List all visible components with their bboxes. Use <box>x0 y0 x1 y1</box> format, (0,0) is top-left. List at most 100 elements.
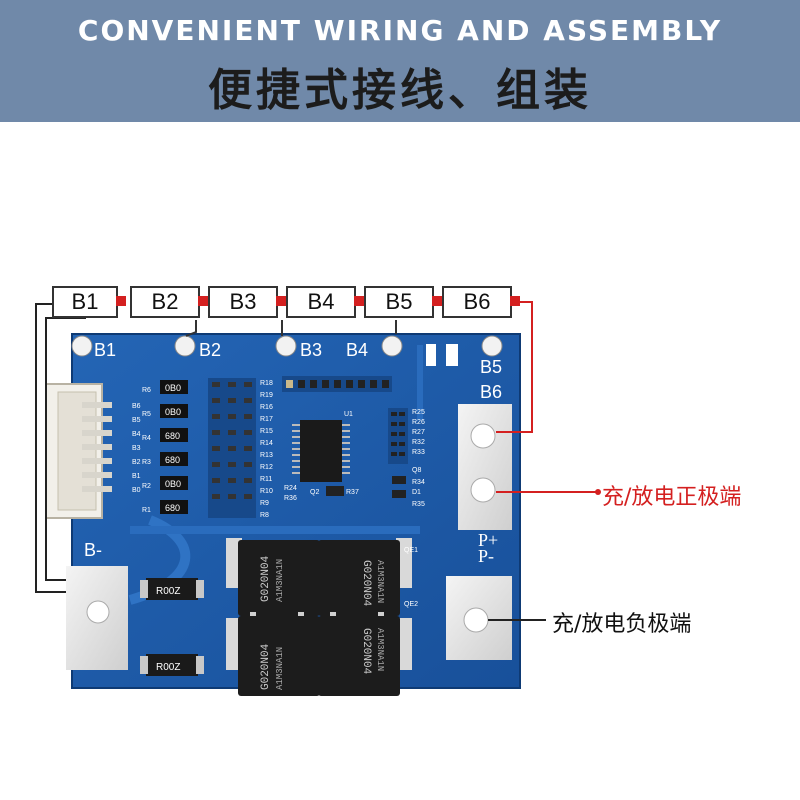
banner-title-zh: 便捷式接线、组装 <box>208 65 592 116</box>
resistor-value: 680 <box>165 431 180 441</box>
pin-label: B0 <box>132 487 141 494</box>
top-components-row <box>282 376 392 392</box>
resistor-value: 0B0 <box>165 407 181 417</box>
silk-b2: B2 <box>199 340 221 360</box>
silk-b3: B3 <box>300 340 322 360</box>
ic-label: R33 <box>412 449 425 456</box>
shunt-label: R00Z <box>156 586 180 597</box>
res-label: R12 <box>260 464 273 471</box>
resistor-column: 0B0 0B0 680 680 0B0 680 R6 R5 R4 R3 R2 R… <box>142 380 188 514</box>
res-label: R14 <box>260 440 273 447</box>
balance-connector <box>45 383 112 519</box>
ic-label: U1 <box>344 411 353 418</box>
pad-b2 <box>174 335 196 357</box>
banner-title-en: CONVENIENT WIRING AND ASSEMBLY <box>77 14 723 47</box>
red-lead-stub <box>116 296 126 306</box>
res-label: R19 <box>260 392 273 399</box>
pad-b3 <box>275 335 297 357</box>
red-lead-stub <box>432 296 442 306</box>
silk-mark <box>426 344 436 366</box>
shunt-label: R00Z <box>156 662 180 673</box>
pad-hole <box>86 600 110 624</box>
mosfet-marking: A1M3NA1N <box>375 628 385 671</box>
fet-label: QE2 <box>404 601 418 608</box>
mosfet-marking: A1M3NA1N <box>275 647 285 690</box>
tag-b1: B1 <box>52 286 118 318</box>
shunt-resistor <box>140 578 204 600</box>
silk-b4: B4 <box>346 340 368 360</box>
red-lead-stub <box>198 296 208 306</box>
silk-b5: B5 <box>480 357 502 377</box>
mosfet-marking: G020N04 <box>260 643 272 690</box>
callout-dot <box>595 489 601 495</box>
ic-label: R32 <box>412 439 425 446</box>
red-lead-stub <box>510 296 520 306</box>
res-label: R15 <box>260 428 273 435</box>
resistor-ref: R4 <box>142 435 151 442</box>
positive-terminal-label: 充/放电正极端 <box>602 485 742 510</box>
ic-right-components <box>326 408 408 498</box>
resistor-ref: R2 <box>142 483 151 490</box>
ic-label: R24 <box>284 485 297 492</box>
connector-pin-labels: B6 B5 B4 B3 B2 B1 B0 <box>132 403 141 494</box>
pad-hole <box>470 477 496 503</box>
tag-b4: B4 <box>286 286 356 318</box>
ic-label: R36 <box>284 495 297 502</box>
res-label: R11 <box>260 476 272 483</box>
pin-label: B2 <box>132 459 141 466</box>
resistor-ref: R6 <box>142 387 151 394</box>
balance-pads <box>71 335 503 357</box>
right-resistor-labels: R18 R19 R16 R17 R15 R14 R13 R12 R11 R10 … <box>260 380 273 519</box>
res-label: R10 <box>260 488 273 495</box>
mosfet-4: G020N04 A1M3NA1N <box>318 616 412 696</box>
red-lead-stub <box>276 296 286 306</box>
ic-labels: U1 R25 R26 R27 R32 R33 Q8 R34 D1 R35 R24… <box>284 409 425 508</box>
pin-label: B3 <box>132 445 141 452</box>
tag-b3: B3 <box>208 286 278 318</box>
resistor-value: 0B0 <box>165 479 181 489</box>
resistor-ref: R5 <box>142 411 151 418</box>
silk-mark <box>446 344 458 366</box>
resistor-value: 680 <box>165 455 180 465</box>
silk-p-plus: P+ <box>478 530 498 550</box>
pin-label: B5 <box>132 417 141 424</box>
resistor-value: 0B0 <box>165 383 181 393</box>
pad-p-plus <box>458 404 512 530</box>
mosfet-marking: G020N04 <box>360 560 372 607</box>
tag-b5: B5 <box>364 286 434 318</box>
pad-hole <box>463 607 489 633</box>
pad-b5 <box>481 335 503 357</box>
ic-label: R34 <box>412 479 425 486</box>
pad-b4 <box>381 335 403 357</box>
ic-label: R37 <box>346 489 359 496</box>
mosfet-1: G020N04 A1M3NA1N <box>226 538 320 636</box>
res-label: R18 <box>260 380 273 387</box>
shunt-resistor <box>140 654 204 676</box>
red-lead-stub <box>354 296 364 306</box>
ic-label: R25 <box>412 409 425 416</box>
ic-label: D1 <box>412 489 421 496</box>
main-ic <box>292 420 350 482</box>
silk-b-minus: B- <box>84 540 102 560</box>
pad-hole <box>470 423 496 449</box>
res-label: R16 <box>260 404 273 411</box>
pin-label: B6 <box>132 403 141 410</box>
res-label: R9 <box>260 500 269 507</box>
smd-cluster <box>208 378 256 518</box>
ic-label: Q2 <box>310 489 319 496</box>
mosfet-marking: G020N04 <box>360 628 372 675</box>
ic-label: R35 <box>412 501 425 508</box>
tag-b6: B6 <box>442 286 512 318</box>
mosfet-3: G020N04 A1M3NA1N <box>226 616 320 696</box>
ic-label: R26 <box>412 419 425 426</box>
silk-b1: B1 <box>94 340 116 360</box>
ic-label: Q8 <box>412 467 421 474</box>
res-label: R17 <box>260 416 273 423</box>
pin-label: B4 <box>132 431 141 438</box>
header-banner: CONVENIENT WIRING AND ASSEMBLY 便捷式接线、组装 <box>0 0 800 122</box>
silk-p-minus: P- <box>478 546 494 566</box>
resistor-ref: R1 <box>142 507 151 514</box>
mosfet-marking: A1M3NA1N <box>275 559 285 602</box>
resistor-value: 680 <box>165 503 180 513</box>
